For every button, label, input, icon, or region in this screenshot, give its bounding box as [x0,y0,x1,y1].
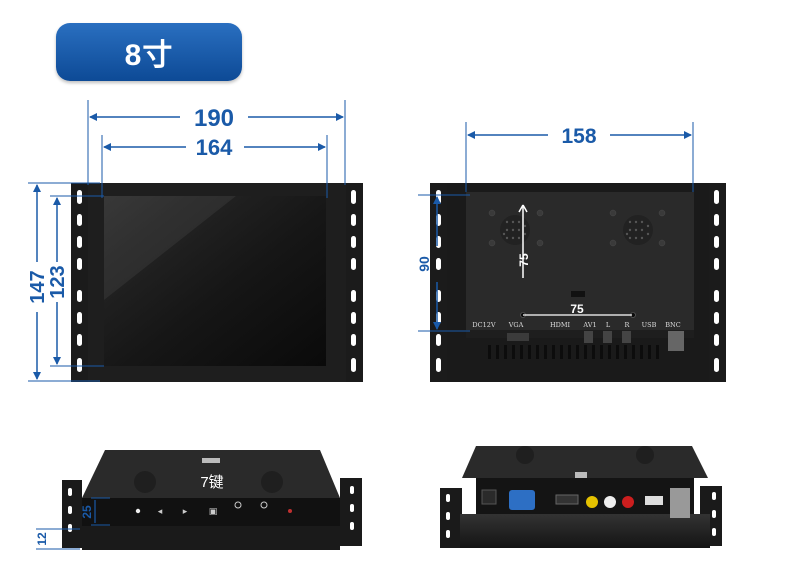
vga-port [509,490,535,510]
front-overall-height-label: 147 [27,270,49,303]
front-view [71,183,363,382]
right-speaker-grille [623,215,653,245]
size-badge-label: 8寸 [124,39,174,72]
port-label-bnc: BNC [665,321,680,329]
port-label-usb: USB [642,321,657,329]
front-screen-height-label: 123 [47,265,69,298]
keys-depth-label: 25 [80,505,94,519]
vesa-horizontal-label: 75 [570,302,584,316]
hdmi-port [555,494,579,505]
audio-right-port [622,496,634,508]
av-port [586,496,598,508]
port-label-dc12v: DC12V [472,321,495,329]
front-left-bracket [71,183,89,382]
ports-edge-view [440,446,722,548]
port-label-r: R [625,321,631,329]
back-mount-width-label: 158 [561,125,596,148]
audio-left-port [604,496,616,508]
vga-connector [507,333,529,341]
port-label-av1: AV1 [582,321,596,329]
front-right-bracket [345,183,363,382]
back-view: DC12V VGA HDMI AV1 L R USB BNC [430,183,726,382]
svg-text:▣: ▣ [209,507,218,517]
back-vent-slots [488,345,659,359]
keys-label: 7键 [200,474,223,491]
back-port-labels: DC12V VGA HDMI AV1 L R USB BNC [472,321,680,329]
bnc-connector [668,331,684,351]
front-screen-width-label: 164 [196,135,233,160]
back-plate [466,192,694,336]
audio-l-connector [603,331,612,343]
back-mount-height-label: 90 [416,256,432,272]
back-dimensions: 158 90 75 75 [416,122,694,332]
left-speaker-grille [500,215,530,245]
front-dimensions: 190 164 147 123 [27,100,346,382]
svg-text:▸: ▸ [183,507,188,517]
keys-edge-dimensions: 25 12 [35,497,110,550]
port-label-l: L [606,321,611,329]
bnc-port [670,488,690,518]
svg-text:◂: ◂ [158,507,163,517]
port-label-hdmi: HDMI [550,321,571,329]
port-label-vga: VGA [508,321,524,329]
audio-r-connector [622,331,631,343]
front-overall-width-label: 190 [194,105,234,132]
back-left-bracket [430,183,448,382]
size-badge: 8寸 [56,23,242,81]
front-screen [104,196,326,366]
back-right-bracket [708,183,726,382]
keys-edge-view: 7键 ◂ ▸ ▣ [62,450,362,550]
av1-connector [584,331,593,343]
frame-depth-label: 12 [35,532,49,546]
vesa-vertical-label: 75 [517,253,531,267]
usb-port [645,496,663,505]
